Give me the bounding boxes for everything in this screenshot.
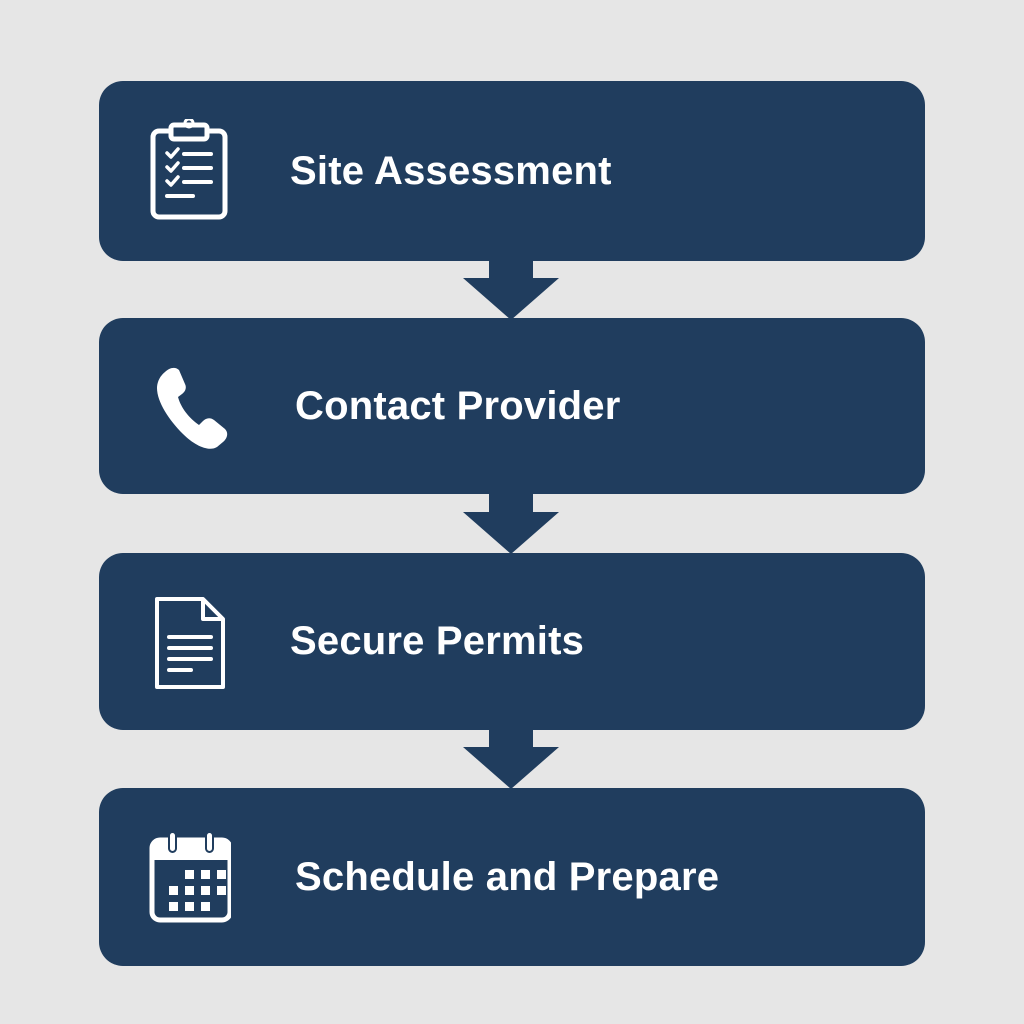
down-arrow-icon (463, 258, 559, 322)
step-label: Site Assessment (290, 149, 612, 193)
document-icon (147, 591, 231, 695)
calendar-icon (147, 822, 231, 926)
step-site-assessment: Site Assessment (99, 81, 925, 261)
phone-icon (147, 354, 231, 458)
step-label: Schedule and Prepare (295, 855, 720, 899)
step-label: Secure Permits (290, 619, 585, 663)
down-arrow-icon (463, 492, 559, 556)
step-label: Contact Provider (295, 384, 621, 428)
step-secure-permits: Secure Permits (99, 553, 925, 730)
clipboard-checklist-icon (147, 119, 231, 223)
step-contact-provider: Contact Provider (99, 318, 925, 494)
down-arrow-icon (463, 727, 559, 791)
step-schedule-and-prepare: Schedule and Prepare (99, 788, 925, 966)
